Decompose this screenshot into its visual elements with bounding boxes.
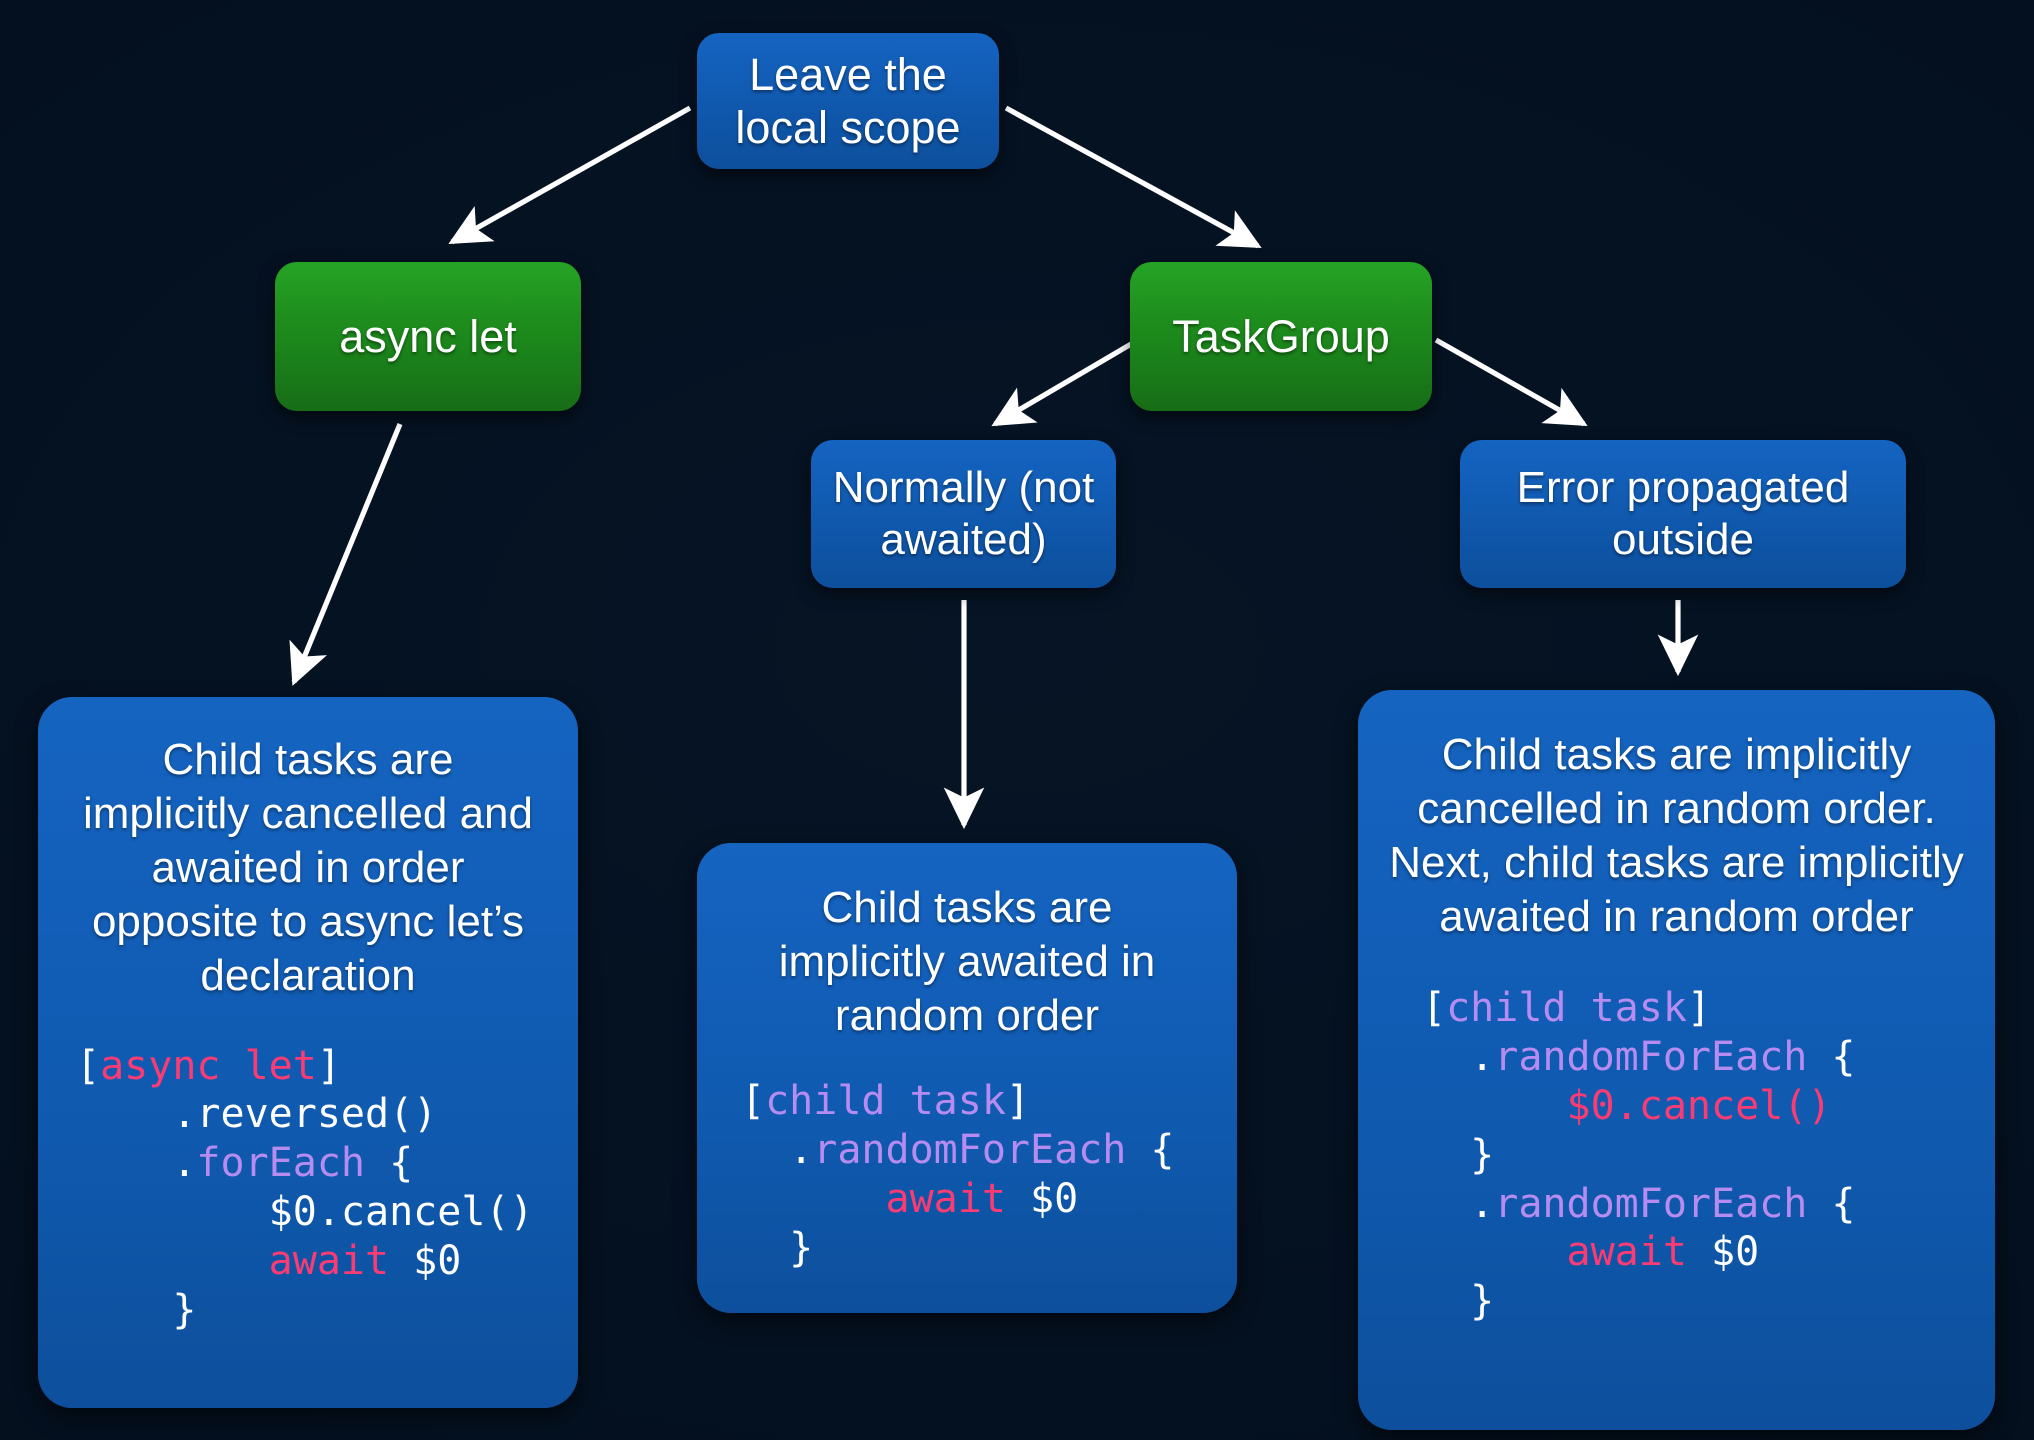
node-async-let[interactable]: async let	[275, 262, 581, 411]
edge-async-let-to-left-card	[289, 423, 403, 686]
edge-root-to-async-let	[448, 105, 692, 245]
card-normally-details[interactable]: Child tasks are implicitly awaited in ra…	[697, 843, 1237, 1313]
node-normally-not-awaited[interactable]: Normally (not awaited)	[811, 440, 1116, 588]
edge-taskgroup-to-normally	[991, 337, 1140, 427]
code-block: [child task] .randomForEach { await $0 }	[741, 1078, 1175, 1271]
card-description: Child tasks are implicitly awaited in ra…	[778, 883, 1156, 1041]
node-label: Normally (not awaited)	[832, 463, 1095, 564]
card-description: Child tasks are implicitly cancelled in …	[1389, 730, 1964, 942]
node-leave-the-local-scope[interactable]: Leave the local scope	[697, 33, 999, 169]
edge-root-to-taskgroup	[1004, 105, 1262, 249]
node-error-propagated-outside[interactable]: Error propagated outside	[1460, 440, 1906, 588]
card-error-details[interactable]: Child tasks are implicitly cancelled in …	[1358, 690, 1995, 1430]
node-label: async let	[339, 310, 517, 362]
card-description: Child tasks are implicitly cancelled and…	[83, 735, 533, 1001]
node-label: Error propagated outside	[1516, 463, 1850, 564]
code-block: [child task] .randomForEach { $0.cancel(…	[1422, 985, 1856, 1325]
node-task-group[interactable]: TaskGroup	[1130, 262, 1432, 411]
node-label: Leave the local scope	[735, 48, 961, 153]
edge-taskgroup-to-error	[1434, 337, 1588, 427]
code-block: [async let] .reversed() .forEach { $0.ca…	[76, 1042, 534, 1333]
node-label: TaskGroup	[1172, 310, 1390, 362]
card-async-let-details[interactable]: Child tasks are implicitly cancelled and…	[38, 697, 578, 1408]
